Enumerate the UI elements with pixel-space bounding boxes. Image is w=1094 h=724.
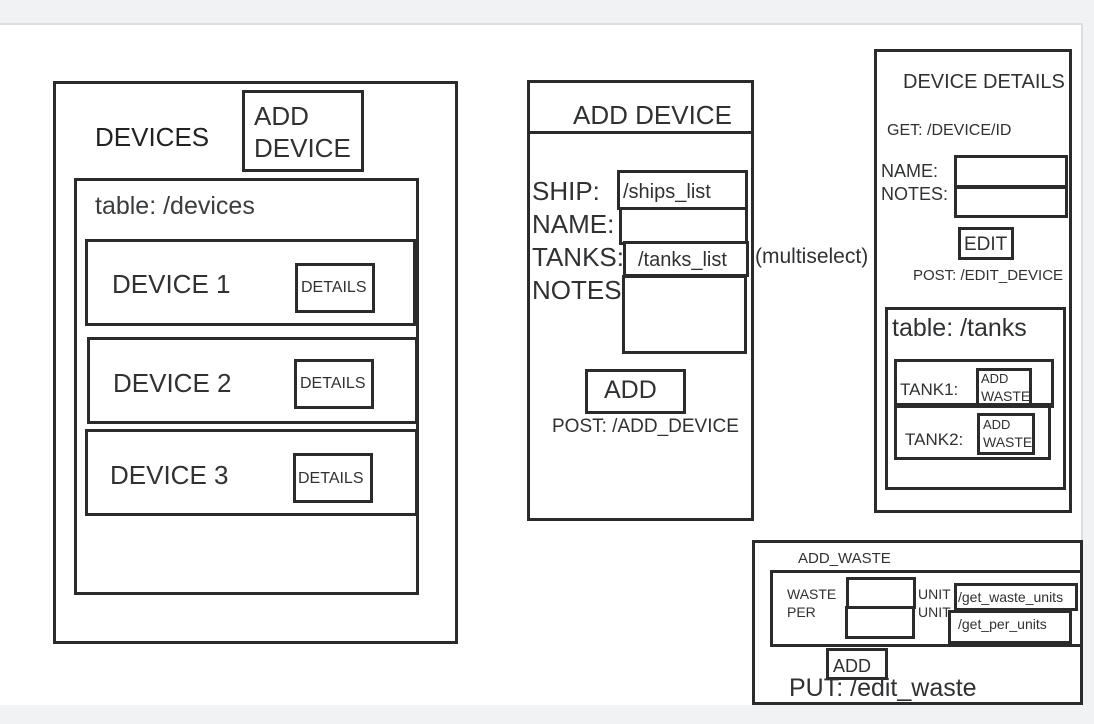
waste-unit-label: UNIT: [918, 586, 951, 602]
tank-row: TANK2: ADD WASTE: [894, 403, 1051, 460]
details-name-label: NAME:: [881, 161, 939, 181]
ship-label: SHIP:: [532, 176, 600, 206]
device-name: DEVICE 2: [113, 368, 232, 398]
add-waste-submit-button[interactable]: ADD: [826, 648, 888, 680]
add-waste-title: ADD_WASTE: [798, 550, 891, 567]
add-device-submit-button[interactable]: ADD: [585, 369, 686, 414]
tank-name: TANK2:: [905, 430, 964, 449]
add-waste-button-line2: WASTE: [981, 388, 1031, 404]
device-details-get-endpoint: GET: /DEVICE/ID: [887, 122, 1012, 139]
device-details-frame: [874, 49, 1072, 513]
details-notes-label: NOTES:: [881, 184, 949, 204]
add-device-header: [527, 80, 754, 134]
tanks-multiselect-value: /tanks_list: [638, 249, 727, 271]
tanks-label: TANKS:: [532, 242, 624, 272]
add-device-submit-label: ADD: [604, 376, 657, 404]
add-waste-button-line1: ADD: [981, 371, 1009, 386]
add-waste-form: [770, 570, 1083, 647]
per-label: PER: [787, 604, 816, 620]
add-waste-button[interactable]: ADD WASTE: [976, 368, 1032, 408]
per-amount-input[interactable]: [845, 606, 915, 639]
add-waste-button[interactable]: ADD WASTE: [977, 413, 1035, 455]
add-device-title: ADD DEVICE: [573, 100, 732, 130]
device-details-title: DEVICE DETAILS: [903, 71, 1065, 93]
details-button[interactable]: DETAILS: [295, 263, 375, 313]
per-unit-label: UNIT: [918, 604, 951, 620]
edit-device-button[interactable]: EDIT: [958, 227, 1014, 260]
add-device-button-line2: DEVICE: [254, 133, 351, 163]
add-waste-button-line2: WASTE: [983, 434, 1033, 450]
edit-device-button-label: EDIT: [964, 234, 1008, 255]
device-name: DEVICE 1: [112, 269, 231, 299]
per-units-select[interactable]: /get_per_units: [948, 610, 1072, 644]
name-input[interactable]: [619, 207, 748, 245]
ship-select-value: /ships_list: [623, 181, 711, 203]
details-name-input[interactable]: [954, 155, 1068, 188]
tanks-multiselect-note: (multiselect): [755, 245, 869, 268]
waste-amount-input[interactable]: [846, 577, 916, 609]
device-name: DEVICE 3: [110, 460, 229, 490]
edit-device-endpoint: POST: /EDIT_DEVICE: [913, 267, 1064, 284]
waste-units-value: /get_waste_units: [958, 589, 1064, 605]
notes-label: NOTES: [532, 275, 622, 305]
device-row: DEVICE 1 DETAILS: [85, 239, 416, 326]
details-button[interactable]: DETAILS: [294, 359, 374, 409]
waste-label: WASTE: [787, 586, 837, 602]
tank-name: TANK1:: [900, 380, 959, 399]
details-button-label: DETAILS: [300, 375, 366, 392]
add-waste-endpoint: PUT: /edit_waste: [789, 674, 977, 702]
add-device-button-line1: ADD: [254, 101, 309, 131]
details-button[interactable]: DETAILS: [293, 453, 373, 503]
devices-screen-frame: [53, 81, 458, 644]
tank-row: TANK1: ADD WASTE: [894, 359, 1054, 408]
add-waste-submit-label: ADD: [833, 656, 872, 676]
waste-units-select[interactable]: /get_waste_units: [954, 583, 1078, 611]
details-button-label: DETAILS: [301, 279, 367, 296]
tanks-table: [885, 307, 1066, 490]
devices-title: DEVICES: [95, 122, 210, 152]
device-row: DEVICE 3 DETAILS: [85, 429, 418, 516]
per-units-value: /get_per_units: [958, 616, 1047, 632]
name-label: NAME:: [532, 209, 615, 239]
add-device-button[interactable]: ADD DEVICE: [242, 90, 364, 172]
details-notes-input[interactable]: [954, 186, 1068, 218]
notes-textarea[interactable]: [622, 275, 747, 354]
add-waste-button-line1: ADD: [983, 417, 1011, 432]
add-device-endpoint: POST: /ADD_DEVICE: [552, 416, 739, 437]
tanks-table-label: table: /tanks: [892, 314, 1027, 342]
tanks-multiselect[interactable]: /tanks_list: [623, 241, 749, 277]
devices-table-label: table: /devices: [95, 192, 255, 220]
device-row: DEVICE 2 DETAILS: [87, 337, 418, 424]
details-button-label: DETAILS: [298, 470, 364, 487]
ship-select[interactable]: /ships_list: [617, 170, 748, 210]
